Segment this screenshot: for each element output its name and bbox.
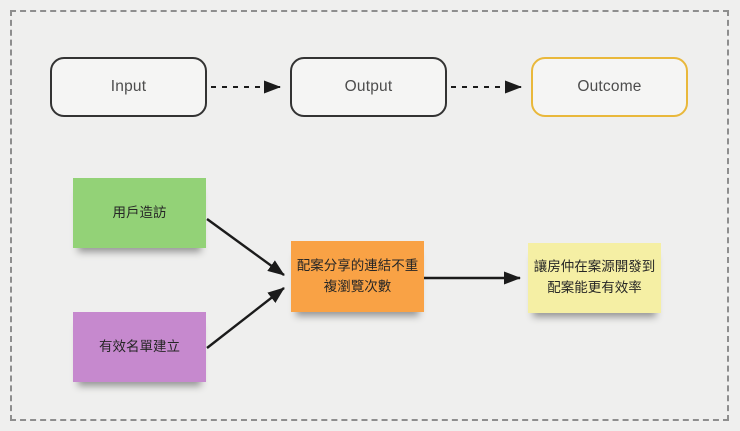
connector-user-visits-to-views[interactable]: [206, 218, 285, 276]
connector-valid-list-to-views[interactable]: [206, 287, 285, 349]
sticky-note-text: 讓房仲在案源開發到配案能更有效率: [533, 259, 656, 295]
sticky-note-text: 有效名單建立: [99, 338, 180, 354]
sticky-note-text: 用戶造訪: [112, 204, 167, 220]
stage-label-outcome: Outcome: [577, 78, 642, 95]
stage-box-output[interactable]: Output: [290, 57, 447, 117]
sticky-note-text: 配案分享的連結不重複瀏覽次數: [296, 257, 419, 294]
stage-box-input[interactable]: Input: [50, 57, 207, 117]
stage-label-output: Output: [344, 78, 393, 95]
sticky-note-unique-views[interactable]: 配案分享的連結不重複瀏覽次數: [291, 241, 424, 312]
stage-box-outcome[interactable]: Outcome: [531, 57, 688, 117]
sticky-note-valid-list[interactable]: 有效名單建立: [73, 312, 206, 382]
sticky-note-efficiency[interactable]: 讓房仲在案源開發到配案能更有效率: [528, 243, 661, 313]
stage-label-input: Input: [110, 78, 147, 95]
sticky-note-user-visits[interactable]: 用戶造訪: [73, 178, 206, 248]
